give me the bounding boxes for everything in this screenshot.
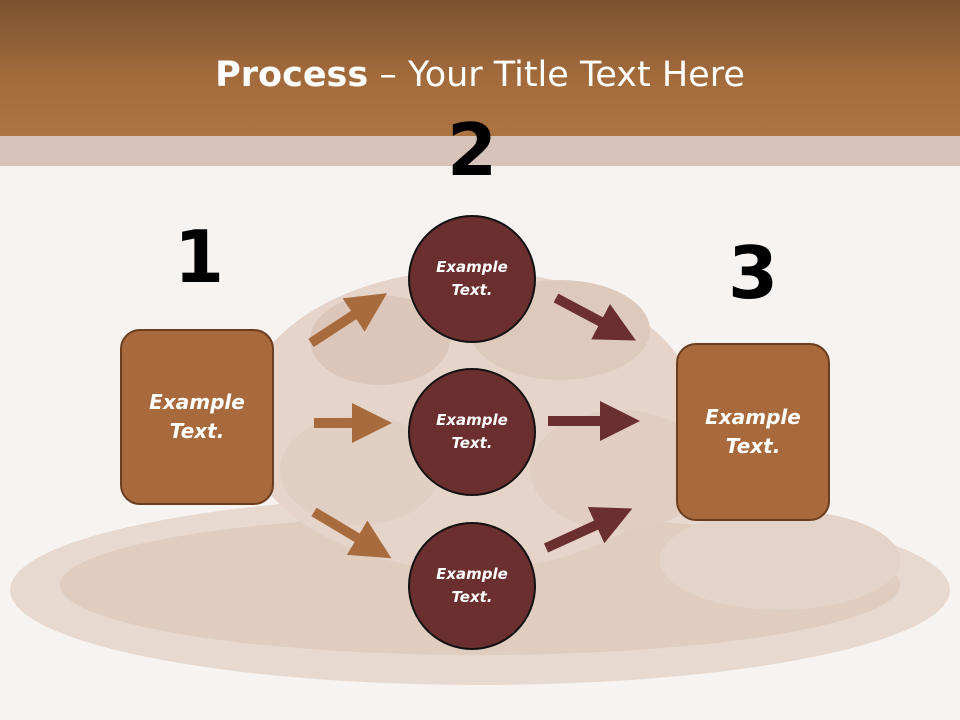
step-number-3: 3 (727, 231, 779, 315)
step-number-1: 1 (173, 215, 225, 299)
title-sub-band (0, 136, 960, 166)
process-circle-top[interactable]: Example Text. (408, 215, 536, 343)
right-box-text: Example Text. (705, 405, 801, 458)
arrow-bottom-to-right (543, 506, 633, 553)
arrow-top-to-right (553, 293, 636, 341)
circle-bottom-text: Example Text. (436, 565, 508, 606)
circle-middle-text: Example Text. (436, 411, 508, 452)
title-bold: Process (215, 55, 369, 95)
arrow-left-to-bottom (311, 507, 392, 559)
title-band (0, 0, 960, 136)
circle-top-text: Example Text. (436, 258, 508, 299)
title-rest: – Your Title Text Here (368, 55, 745, 95)
process-circle-middle[interactable]: Example Text. (408, 368, 536, 496)
step-number-2: 2 (446, 108, 498, 192)
left-process-box[interactable]: Example Text. (120, 329, 274, 505)
arrow-left-to-top (308, 293, 388, 348)
right-process-box[interactable]: Example Text. (676, 343, 830, 521)
left-box-text: Example Text. (149, 390, 245, 443)
process-circle-bottom[interactable]: Example Text. (408, 522, 536, 650)
page-title: Process – Your Title Text Here (0, 52, 960, 98)
